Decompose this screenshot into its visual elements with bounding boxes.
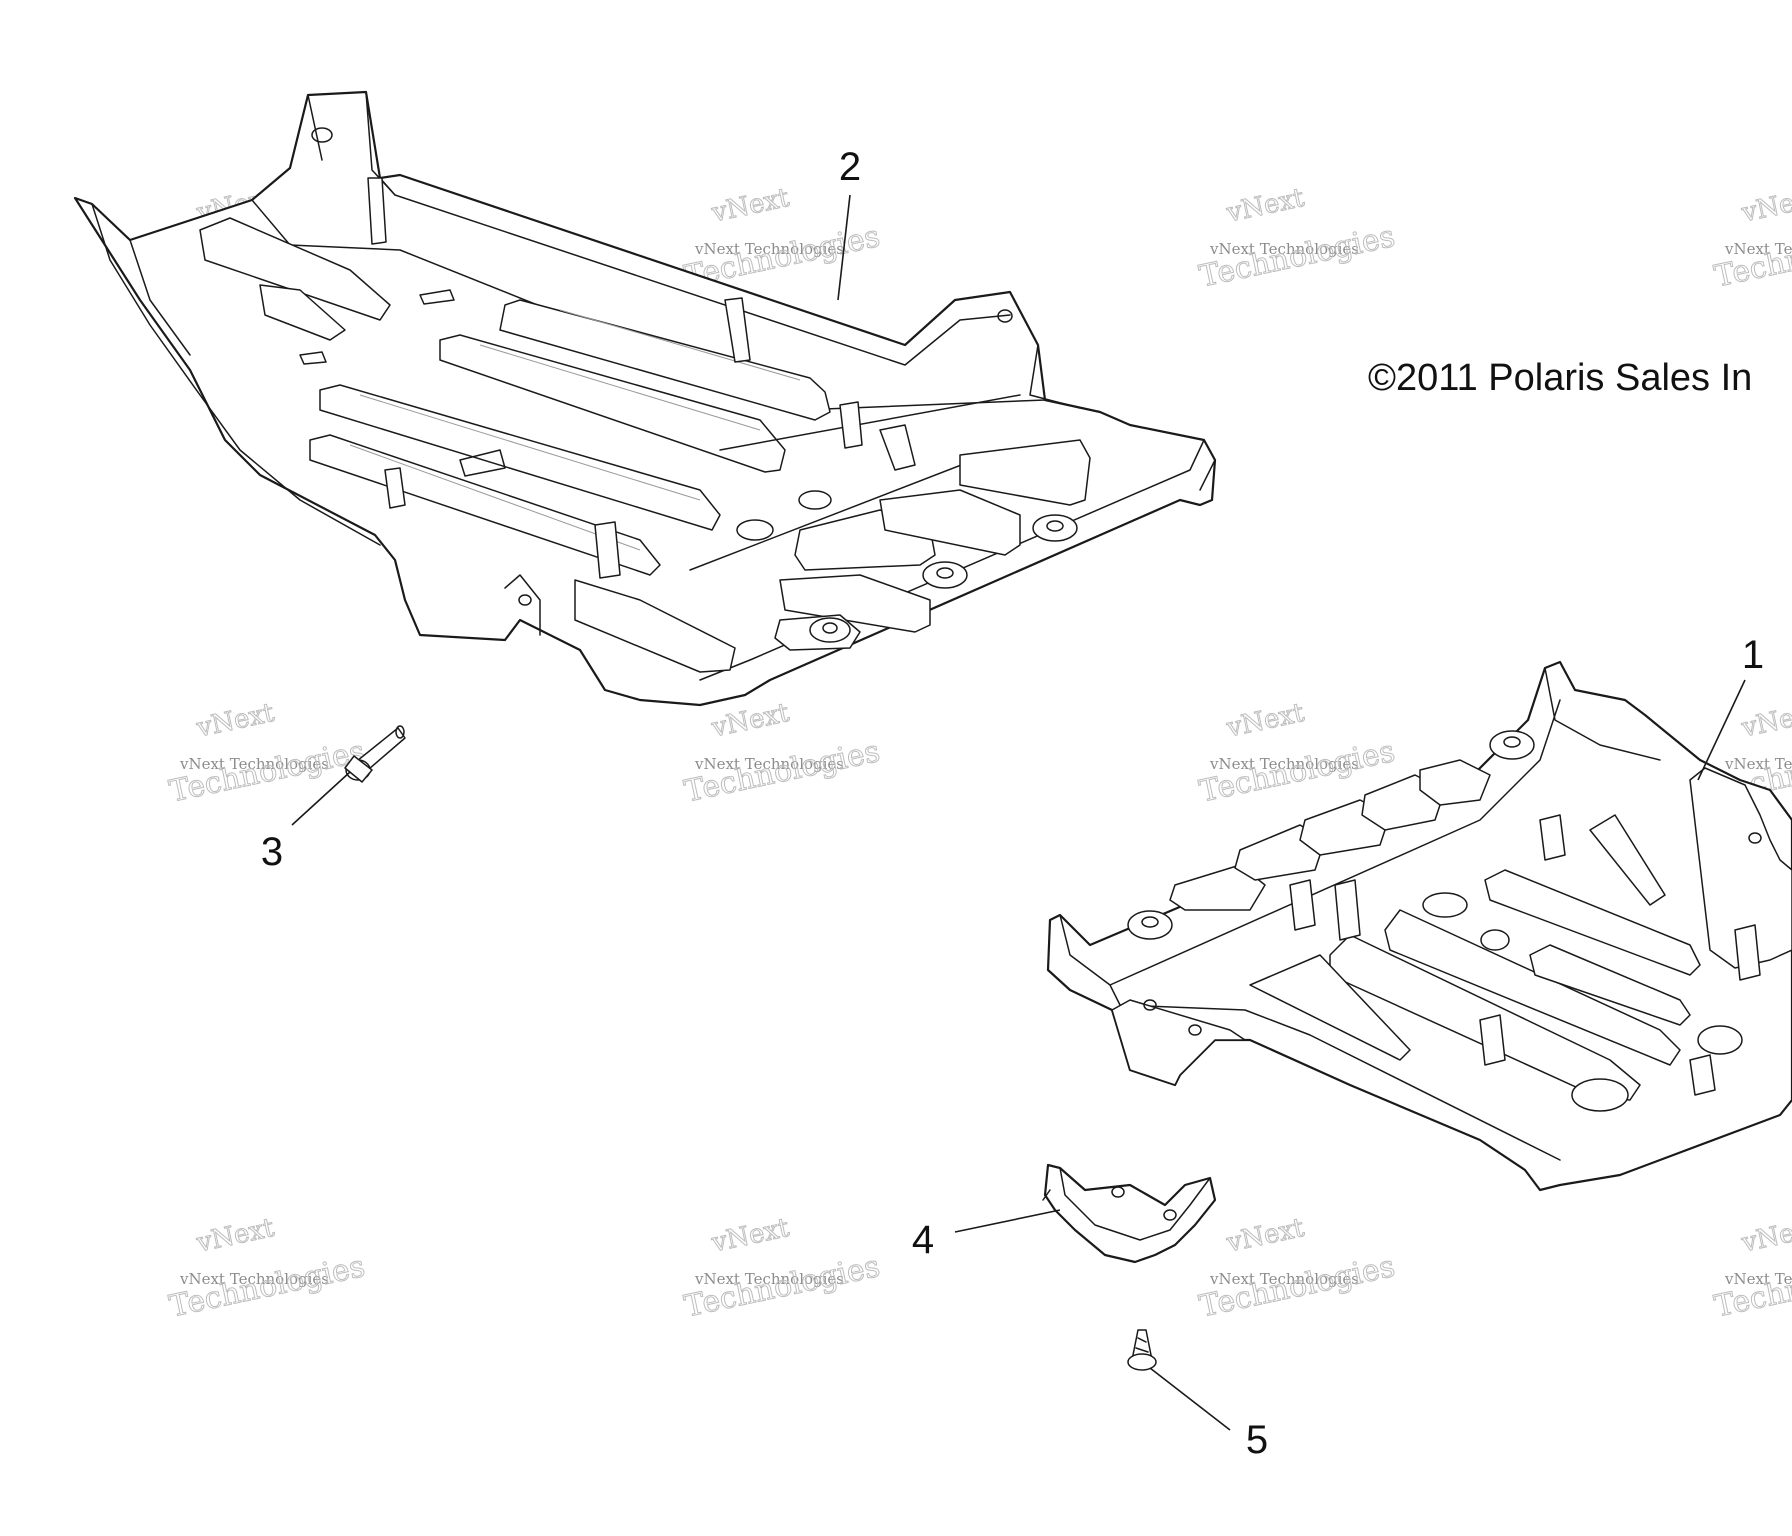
- svg-text:vNext Technologies: vNext Technologies: [1209, 755, 1359, 773]
- svg-text:vNext: vNext: [708, 698, 792, 744]
- svg-text:vNext Technologies: vNext Technologies: [1724, 1270, 1792, 1288]
- watermark: vNext vNext Technologies Technologies: [1196, 1212, 1398, 1325]
- svg-text:1: 1: [1742, 633, 1764, 677]
- svg-text:vNext: vNext: [1223, 1213, 1307, 1259]
- svg-text:Technologies: Technologies: [681, 1249, 882, 1325]
- callout-2: 2: [837, 145, 861, 301]
- callout-1: 1: [1697, 633, 1764, 781]
- rib: [1529, 944, 1691, 1026]
- callout-5: 5: [1149, 1367, 1268, 1462]
- rib: [499, 299, 831, 421]
- svg-text:vNext: vNext: [1738, 698, 1792, 744]
- svg-text:Technologies: Technologies: [166, 734, 367, 810]
- rib: [1384, 909, 1681, 1066]
- svg-text:vNext: vNext: [1223, 183, 1307, 229]
- svg-text:vNext Technologies: vNext Technologies: [1209, 1270, 1359, 1288]
- svg-text:vNext: vNext: [193, 1213, 277, 1259]
- svg-text:Technologies: Technologies: [681, 734, 882, 810]
- svg-text:5: 5: [1246, 1418, 1268, 1462]
- callout-3: 3: [261, 771, 351, 874]
- front-pad: [879, 489, 1021, 556]
- svg-text:vNext Technologies: vNext Technologies: [1724, 240, 1792, 258]
- svg-text:vNext Technologies: vNext Technologies: [179, 755, 329, 773]
- rib: [1329, 934, 1641, 1101]
- svg-text:vNext: vNext: [708, 1213, 792, 1259]
- svg-text:4: 4: [912, 1218, 934, 1262]
- svg-text:vNext: vNext: [1223, 698, 1307, 744]
- front-pad: [1419, 759, 1491, 806]
- skid-plate-main: [73, 90, 1217, 707]
- svg-text:Technologies: Technologies: [166, 1249, 367, 1325]
- watermark: vNext vNext Technologies Technologies: [681, 1212, 883, 1325]
- svg-text:vNext Technologies: vNext Technologies: [1209, 240, 1359, 258]
- watermark: vNext vNext Technologies Technologies: [1196, 697, 1398, 810]
- rib: [439, 334, 786, 473]
- svg-text:3: 3: [261, 830, 283, 874]
- watermark: vNext vNext Technologies Technologies: [1711, 182, 1792, 295]
- svg-text:vNext Technologies: vNext Technologies: [694, 755, 844, 773]
- corner-bracket: [1042, 1163, 1217, 1264]
- svg-text:vNext: vNext: [708, 183, 792, 229]
- svg-text:Technologies: Technologies: [1711, 1249, 1792, 1325]
- svg-text:vNext: vNext: [1738, 183, 1792, 229]
- front-pad: [959, 439, 1091, 506]
- svg-text:Technologies: Technologies: [1196, 219, 1397, 295]
- skid-plate-rear: [1046, 660, 1792, 1192]
- svg-text:vNext Technologies: vNext Technologies: [1724, 755, 1792, 773]
- svg-text:vNext Technologies: vNext Technologies: [694, 1270, 844, 1288]
- svg-text:vNext: vNext: [1738, 1213, 1792, 1259]
- watermark: vNext vNext Technologies Technologies: [166, 697, 368, 810]
- rib: [319, 384, 721, 531]
- svg-text:vNext Technologies: vNext Technologies: [694, 240, 844, 258]
- svg-text:Technologies: Technologies: [1711, 219, 1792, 295]
- svg-text:vNext Technologies: vNext Technologies: [179, 1270, 329, 1288]
- front-pad: [779, 574, 931, 633]
- push-rivet: [1127, 1329, 1157, 1371]
- watermark: vNext vNext Technologies Technologies: [1196, 182, 1398, 295]
- svg-text:2: 2: [839, 145, 861, 189]
- watermark: vNext vNext Technologies Technologies: [166, 1212, 368, 1325]
- copyright-notice: ©2011 Polaris Sales In: [1368, 357, 1752, 399]
- callout-4: 4: [912, 1209, 1061, 1262]
- flange-bolt: [344, 725, 406, 783]
- svg-text:vNext: vNext: [193, 698, 277, 744]
- rib: [1484, 869, 1701, 976]
- watermark: vNext vNext Technologies Technologies: [1711, 1212, 1792, 1325]
- svg-text:Technologies: Technologies: [1196, 1249, 1397, 1325]
